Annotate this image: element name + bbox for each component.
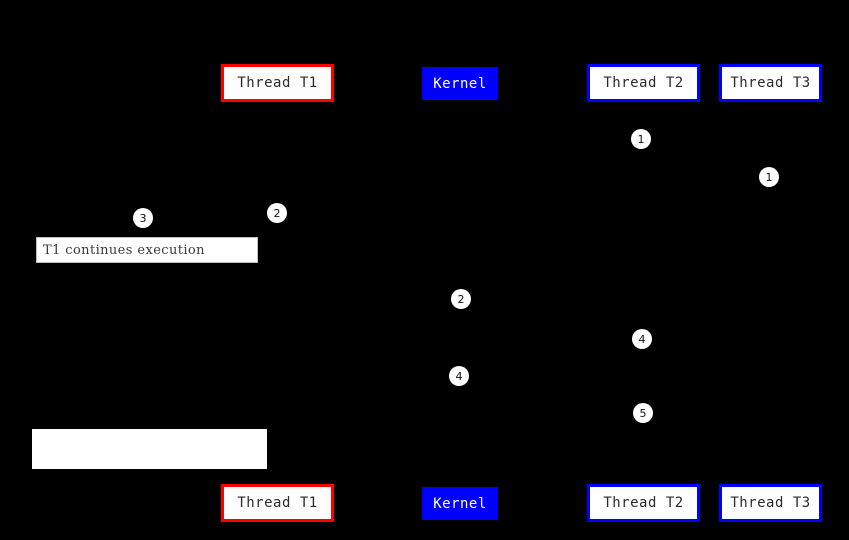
participant-label: Thread T2 <box>603 495 684 511</box>
step-badge-2-t1: 2 <box>267 203 287 223</box>
lifeline-t2 <box>643 102 644 484</box>
note-blank-block <box>32 429 267 469</box>
participant-footer-kernel[interactable]: Kernel <box>422 487 498 520</box>
participant-header-thread-t1[interactable]: Thread T1 <box>221 64 334 102</box>
step-badge-number: 4 <box>638 332 646 346</box>
note-text: T1 continues execution <box>43 242 205 258</box>
step-badge-4-kernel: 4 <box>449 366 469 386</box>
step-badge-3-note: 3 <box>133 208 153 228</box>
lifeline-t3 <box>770 102 771 484</box>
note-t1-continues-execution: T1 continues execution <box>36 237 258 263</box>
participant-label: Thread T3 <box>730 75 811 91</box>
participant-header-thread-t2[interactable]: Thread T2 <box>587 64 700 102</box>
participant-label: Kernel <box>433 495 487 512</box>
participant-label: Thread T2 <box>603 75 684 91</box>
participant-footer-thread-t2[interactable]: Thread T2 <box>587 484 700 522</box>
participant-footer-thread-t3[interactable]: Thread T3 <box>719 484 822 522</box>
step-badge-5-t2: 5 <box>633 403 653 423</box>
step-badge-number: 3 <box>139 211 147 225</box>
participant-header-thread-t3[interactable]: Thread T3 <box>719 64 822 102</box>
step-badge-2-kernel: 2 <box>451 289 471 309</box>
step-badge-4-t2: 4 <box>632 329 652 349</box>
step-badge-number: 5 <box>639 406 647 420</box>
participant-footer-thread-t1[interactable]: Thread T1 <box>221 484 334 522</box>
step-badge-number: 4 <box>455 369 463 383</box>
participant-label: Kernel <box>433 75 487 92</box>
step-badge-1-t2: 1 <box>631 129 651 149</box>
step-badge-number: 1 <box>765 170 773 184</box>
participant-label: Thread T1 <box>237 495 318 511</box>
step-badge-number: 2 <box>273 206 281 220</box>
lifeline-t1 <box>277 102 278 484</box>
participant-header-kernel[interactable]: Kernel <box>422 67 498 100</box>
step-badge-number: 2 <box>457 292 465 306</box>
step-badge-number: 1 <box>637 132 645 146</box>
step-badge-1-t3: 1 <box>759 167 779 187</box>
participant-label: Thread T3 <box>730 495 811 511</box>
participant-label: Thread T1 <box>237 75 318 91</box>
